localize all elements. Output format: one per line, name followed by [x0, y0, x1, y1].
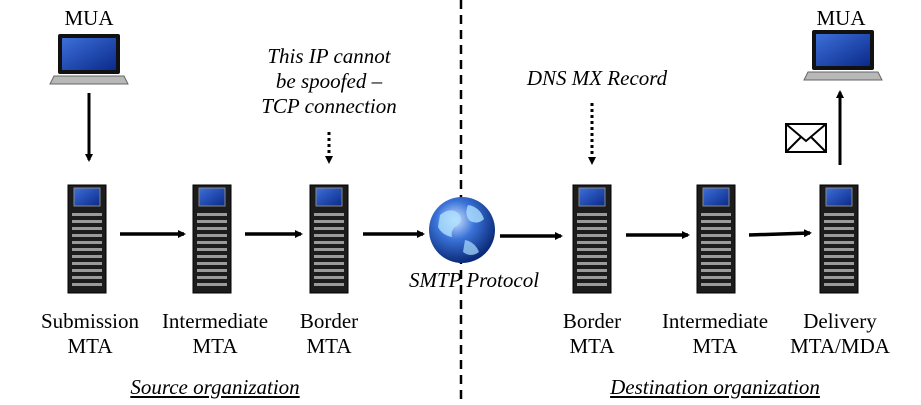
- source-mua-label: MUA: [64, 6, 114, 30]
- destination-intermediate-mta-server-icon: [696, 184, 736, 294]
- destination-border-mta-label: Border MTA: [562, 309, 622, 358]
- source-border-mta-label: Border MTA: [299, 309, 359, 358]
- destination-border-mta-server-icon: [572, 184, 612, 294]
- dns-mx-note: DNS MX Record: [526, 66, 668, 90]
- submission-mta-server-icon: [67, 184, 107, 294]
- arrow-intermediate-to-delivery: [748, 229, 812, 238]
- source-organization-label: Source organization: [130, 375, 300, 399]
- destination-mua-label: MUA: [816, 6, 866, 30]
- source-mua-laptop-icon: [49, 33, 129, 85]
- delivery-mta-server-icon: [819, 184, 859, 294]
- destination-mua-laptop-icon: [803, 29, 883, 81]
- ip-spoof-note: This IP cannot be spoofed – TCP connecti…: [261, 44, 397, 118]
- globe-icon: [429, 197, 495, 263]
- delivery-mta-label: Delivery MTA/MDA: [790, 309, 890, 358]
- source-intermediate-mta-server-icon: [192, 184, 232, 294]
- smtp-protocol-label: SMTP Protocol: [408, 268, 540, 292]
- envelope-icon: [785, 123, 827, 153]
- source-border-mta-server-icon: [309, 184, 349, 294]
- source-intermediate-mta-label: Intermediate MTA: [161, 309, 269, 358]
- destination-organization-label: Destination organization: [610, 375, 820, 399]
- destination-intermediate-mta-label: Intermediate MTA: [661, 309, 769, 358]
- submission-mta-label: Submission MTA: [40, 309, 140, 358]
